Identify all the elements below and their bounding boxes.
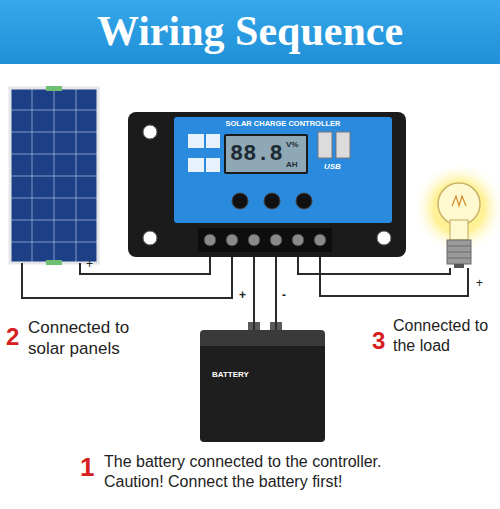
battery: BATTERY (200, 330, 325, 442)
terminal-screw (314, 234, 326, 246)
filament (452, 196, 466, 206)
usb-port (318, 132, 332, 158)
callout-text: Connected to solar panels (28, 318, 163, 359)
port-label: USB (324, 162, 341, 172)
bulb-base (447, 240, 471, 264)
lcd-digits: 88.8 (230, 142, 283, 169)
panel-clip (46, 86, 62, 91)
callout-number: 3 (372, 326, 385, 355)
callout-text: Connected to the load (393, 316, 497, 355)
polarity-mark: + (239, 288, 246, 303)
mount-hole (377, 231, 391, 245)
solar-panel (10, 88, 98, 263)
terminal-screw (248, 234, 260, 246)
terminal-screw (226, 234, 238, 246)
icon-tile (188, 158, 204, 172)
lcd-unit: AH (286, 160, 298, 170)
button (264, 193, 280, 209)
mount-hole (143, 231, 157, 245)
terminal-screw (270, 234, 282, 246)
button (296, 193, 312, 209)
icon-tile (206, 134, 220, 148)
controller-housing (128, 112, 406, 257)
polarity-mark: + (476, 276, 483, 291)
lcd-unit: V% (286, 140, 298, 150)
bulb-glass (438, 183, 480, 225)
controller-face (174, 117, 392, 223)
mount-hole (143, 125, 157, 139)
battery-brand: BATTERY (212, 370, 249, 380)
icon-tile (206, 158, 220, 172)
bulb-neck (450, 220, 468, 240)
callout-number: 2 (6, 322, 19, 351)
polarity-mark: + (86, 257, 93, 272)
button (232, 193, 248, 209)
callout-text: The battery connected to the controller.… (104, 452, 444, 491)
panel-frame (10, 88, 98, 263)
panel-wire (22, 252, 232, 298)
callout-number: 1 (80, 452, 94, 484)
charge-controller: SOLAR CHARGE CONTROLLER 88.8V% AH (128, 112, 406, 257)
page-title: Wiring Sequence (0, 6, 500, 57)
icon-tile (188, 134, 204, 148)
base-thread (447, 246, 471, 258)
lcd-display: 88.8V% AH (224, 134, 308, 174)
battery-wire (253, 257, 255, 330)
terminal-block (198, 228, 332, 252)
device-title: SOLAR CHARGE CONTROLLER (174, 119, 392, 128)
battery-wire (275, 257, 277, 330)
panel-clip (46, 260, 62, 265)
load-wire (320, 252, 468, 296)
terminal-screw (204, 234, 216, 246)
usb-port (336, 132, 350, 158)
polarity-mark: - (282, 288, 286, 303)
title-banner (0, 0, 500, 64)
bulb-tip (454, 264, 464, 268)
terminal-screw (292, 234, 304, 246)
